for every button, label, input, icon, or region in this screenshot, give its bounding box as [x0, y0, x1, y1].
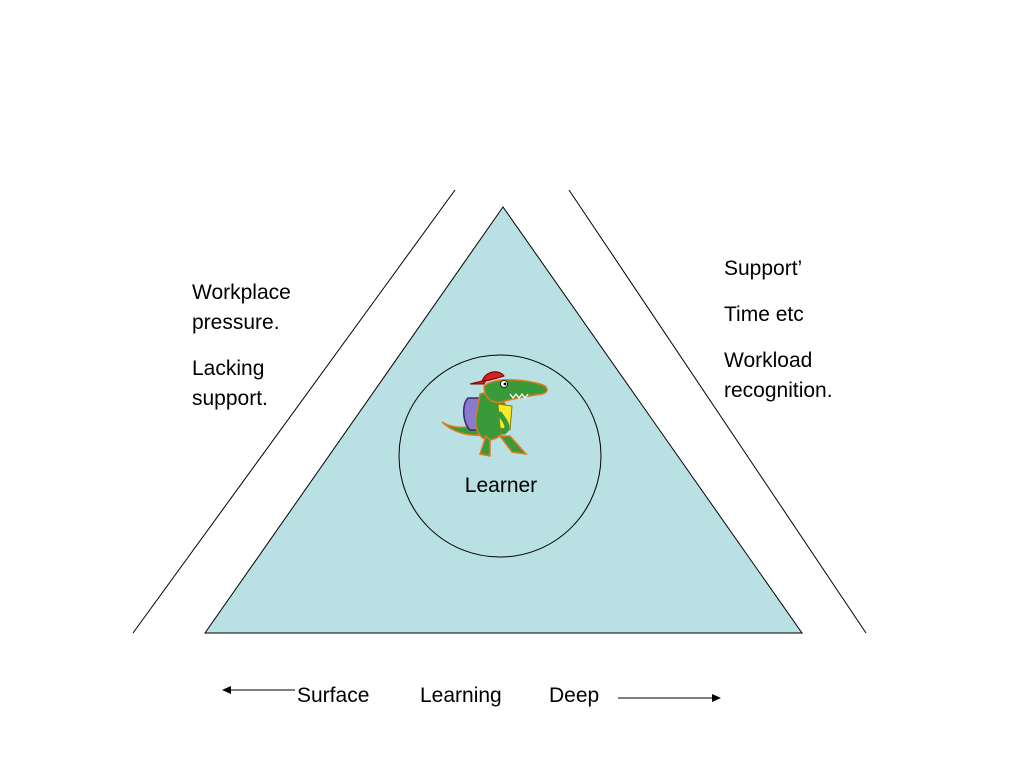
right-notes: Support’ Time etc Workload recognition.: [724, 254, 894, 422]
left-note-workplace: Workplace pressure.: [192, 281, 291, 334]
right-note-workload: Workload recognition.: [724, 349, 833, 402]
axis-label-learning: Learning: [420, 684, 502, 707]
outer-left-line: [132, 189, 456, 634]
right-note-time: Time etc: [724, 303, 804, 326]
learner-circle: [398, 354, 602, 558]
left-note-lacking: Lacking support.: [192, 357, 268, 410]
left-notes: Workplace pressure. Lacking support.: [192, 278, 342, 430]
right-note-support: Support’: [724, 257, 803, 280]
deep-arrowhead: [712, 694, 721, 702]
axis-label-deep: Deep: [549, 684, 600, 707]
learner-label: Learner: [464, 474, 538, 497]
surface-arrowhead: [222, 686, 231, 694]
crocodile-learner-icon: [441, 371, 548, 457]
axis-label-surface: Surface: [297, 684, 370, 707]
outer-right-line: [568, 189, 867, 634]
